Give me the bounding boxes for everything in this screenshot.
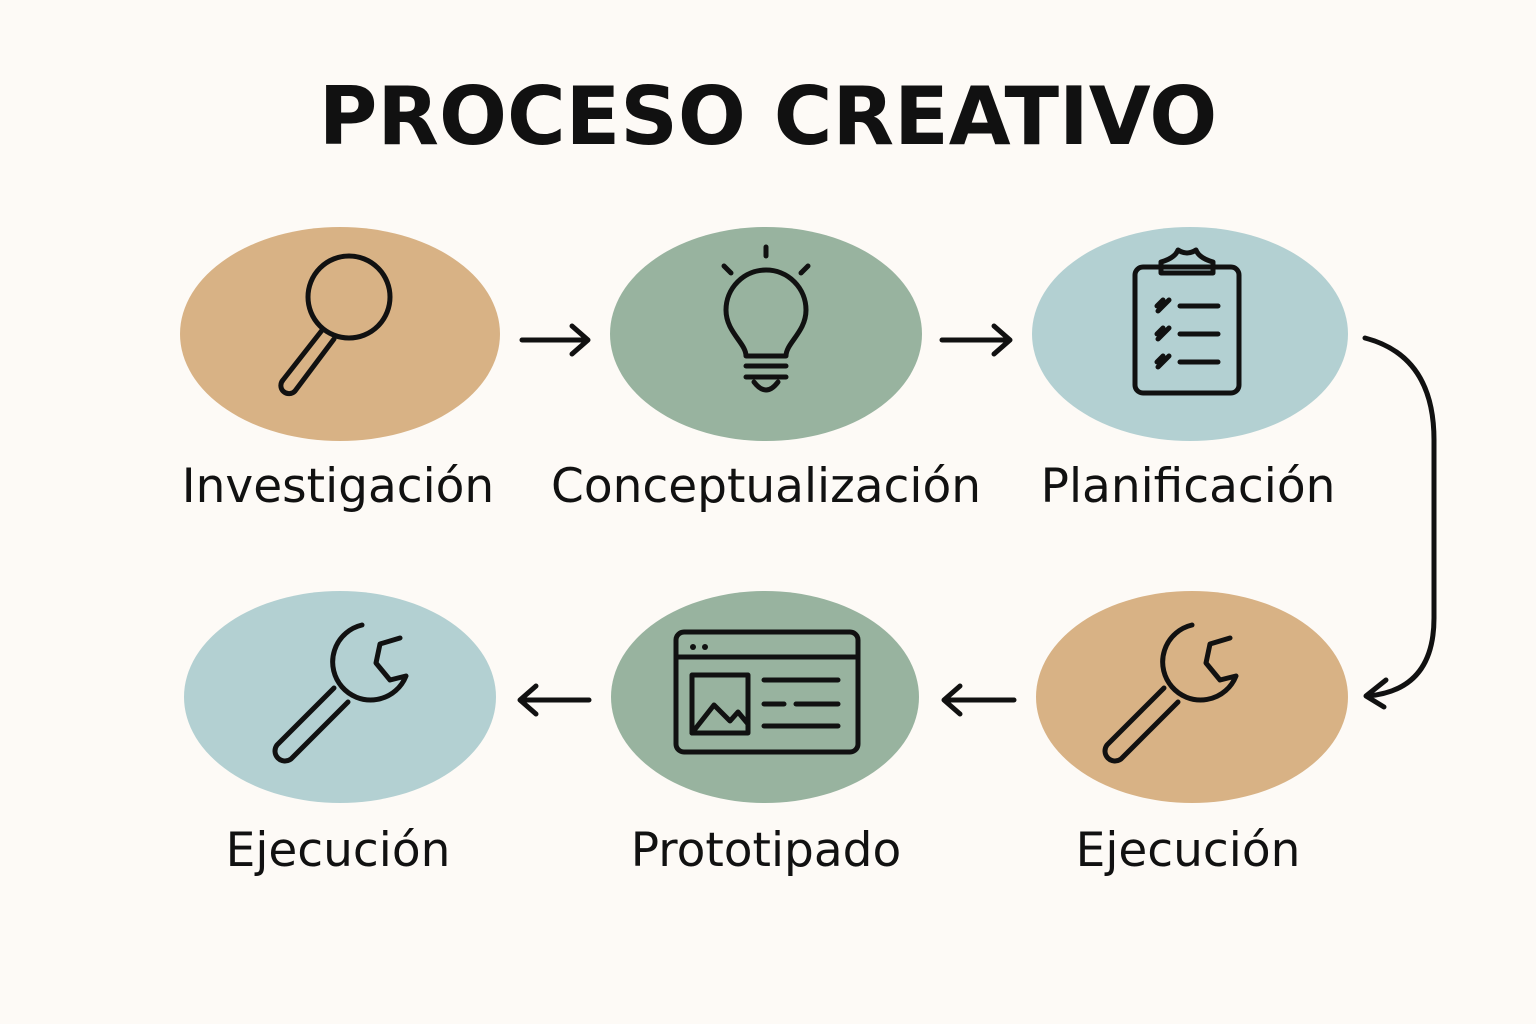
step-5-blob xyxy=(611,591,919,803)
arrow-investigacion-to-conceptualizacion xyxy=(519,323,591,357)
step-6-label: Ejecución xyxy=(225,823,451,878)
step-6-blob xyxy=(184,591,496,803)
step-3-label: Planificación xyxy=(1040,459,1336,514)
arrow-ejecucion-to-prototipado xyxy=(941,683,1017,717)
arrow-prototipado-to-ejecucion xyxy=(517,683,592,717)
step-2-label: Conceptualización xyxy=(551,459,981,514)
arrow-conceptualizacion-to-planificacion xyxy=(939,323,1013,357)
diagram-title: PROCESO CREATIVO xyxy=(318,70,1218,163)
step-1-blob xyxy=(180,227,500,441)
arrow-planificacion-to-ejecucion-curved xyxy=(1362,335,1437,710)
step-2-blob xyxy=(610,227,922,441)
step-1-label: Investigación xyxy=(181,459,495,514)
step-4-label: Ejecución xyxy=(1075,823,1301,878)
step-5-label: Prototipado xyxy=(630,823,902,878)
